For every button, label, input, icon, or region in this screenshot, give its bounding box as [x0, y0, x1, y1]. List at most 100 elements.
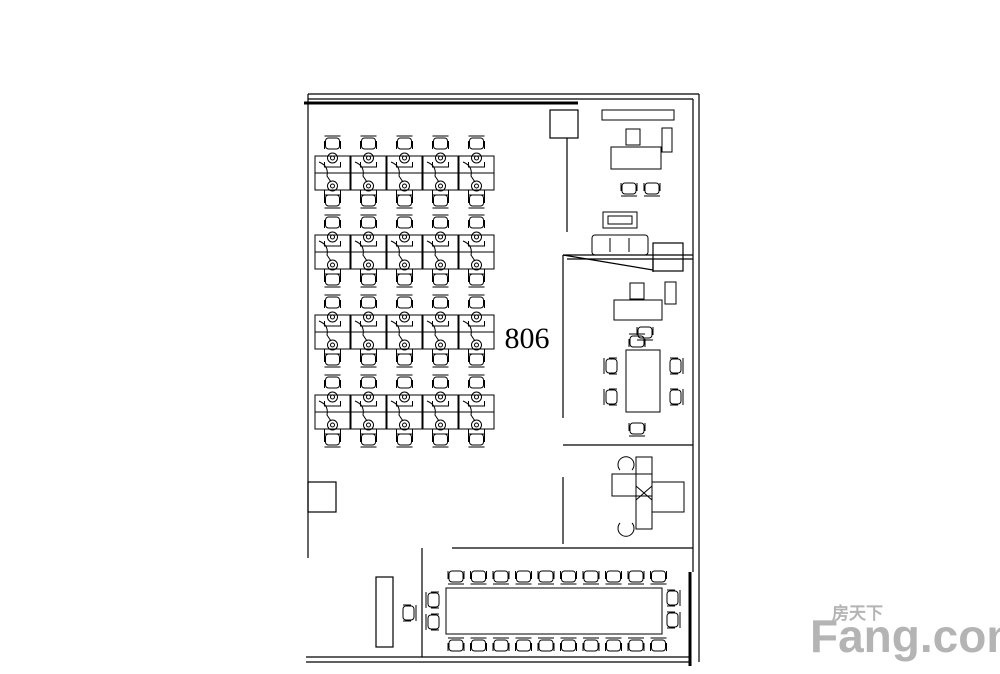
chair [470, 570, 487, 585]
chair [425, 613, 440, 631]
chair [396, 273, 413, 288]
chair [628, 422, 646, 437]
chair [666, 589, 681, 607]
chair [628, 333, 646, 348]
office-chair [324, 231, 341, 247]
office-chair [432, 152, 449, 168]
office-chair [396, 259, 413, 275]
chair [432, 374, 449, 389]
desk-arm [390, 320, 404, 342]
office-chair [360, 180, 377, 196]
chair [432, 194, 449, 209]
office-chair [324, 339, 341, 355]
desk-arm [354, 320, 368, 342]
chair [515, 637, 532, 652]
chair [432, 135, 449, 150]
office-chair [432, 180, 449, 196]
workstation-cluster [314, 294, 495, 368]
office-chair [468, 152, 485, 168]
desk-arm [462, 400, 476, 422]
desk-arm [426, 320, 440, 342]
office-chair [360, 152, 377, 168]
desk-arm [354, 240, 368, 262]
cabinet-x [635, 485, 653, 501]
chair [432, 294, 449, 309]
watermark: 房天下 Fang.com [810, 603, 1000, 662]
chair [360, 273, 377, 288]
office-chair [360, 419, 377, 435]
office-chair [360, 391, 377, 407]
chair [324, 294, 341, 309]
chair [560, 570, 577, 585]
chair [468, 433, 485, 448]
office-chair [432, 259, 449, 275]
desk-arm [426, 400, 440, 422]
chair [468, 273, 485, 288]
chair [396, 135, 413, 150]
walls [304, 93, 700, 666]
side-table [661, 127, 673, 153]
chair [396, 374, 413, 389]
manager-office-top [591, 109, 675, 256]
office-chair [360, 311, 377, 327]
chair [537, 570, 555, 585]
chair [360, 433, 377, 448]
workstations [314, 135, 495, 448]
chair [432, 214, 449, 229]
office-chair [468, 259, 485, 275]
desk [613, 299, 663, 321]
chair [492, 570, 510, 585]
desk-arm [318, 320, 332, 342]
chair [603, 388, 618, 406]
watermark-brand-text: Fang.com [810, 610, 1000, 662]
chair [669, 357, 684, 375]
chair [603, 357, 618, 375]
office-chair [468, 231, 485, 247]
desk-arm [390, 240, 404, 262]
tv-stand [602, 211, 638, 229]
chair [360, 135, 377, 150]
desk-chair [625, 128, 641, 146]
office-chair [324, 152, 341, 168]
furniture [402, 109, 685, 652]
chair [396, 433, 413, 448]
chair [492, 637, 510, 652]
office-chair [396, 391, 413, 407]
office-chair [360, 259, 377, 275]
chair [620, 182, 638, 197]
cluster-outline [314, 234, 495, 270]
office-chair [396, 339, 413, 355]
chair [627, 637, 645, 652]
office-chair [468, 311, 485, 327]
office-chair [468, 180, 485, 196]
desk-arm [390, 400, 404, 422]
chair [468, 374, 485, 389]
desk-arm [318, 400, 332, 422]
office-chair [468, 419, 485, 435]
chair [425, 591, 440, 609]
chair [402, 604, 417, 622]
chair [360, 294, 377, 309]
chair [324, 214, 341, 229]
chair [537, 637, 555, 652]
chair [432, 273, 449, 288]
chair [627, 570, 645, 585]
chair [396, 353, 413, 368]
office-chair [324, 311, 341, 327]
chair [396, 214, 413, 229]
desk-chair [629, 282, 645, 300]
chair [396, 194, 413, 209]
manager-office-middle [603, 281, 684, 437]
office-chair [468, 391, 485, 407]
desk-arm [354, 400, 368, 422]
office-chair [396, 152, 413, 168]
chair [643, 182, 661, 197]
desk-arm [318, 240, 332, 262]
credenza [601, 109, 675, 121]
chair [324, 353, 341, 368]
chair [360, 194, 377, 209]
chair [324, 194, 341, 209]
cabinet [651, 481, 685, 513]
chair [396, 294, 413, 309]
